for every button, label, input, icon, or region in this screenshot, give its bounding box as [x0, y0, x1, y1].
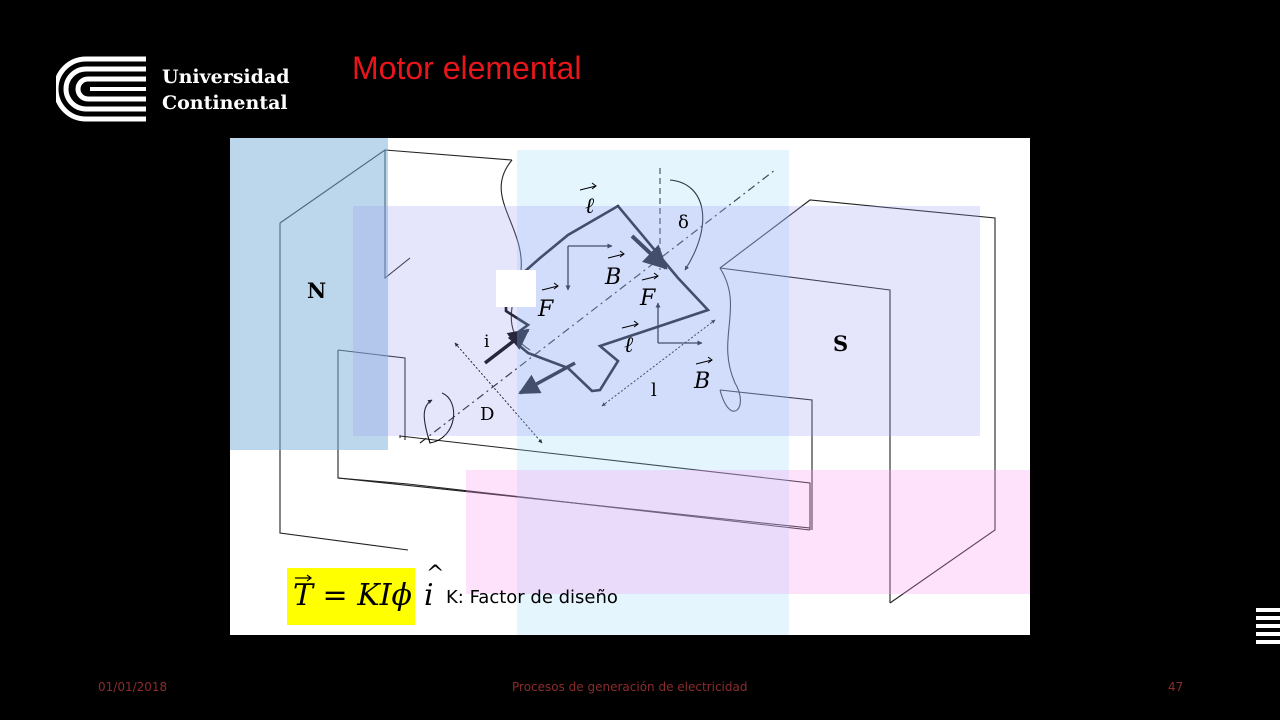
delta-vector-arrow [630, 234, 668, 270]
vector-b-lower-arrow [695, 356, 713, 365]
vector-f-upper-arrow [541, 282, 559, 291]
motor-drawing: N S δ i D l ℓ B F F ℓ B [230, 138, 1030, 635]
footer-page-number: 47 [1168, 680, 1184, 694]
torque-vector-arrow [295, 574, 312, 582]
logo-line-1: Universidad [162, 66, 290, 88]
vector-l-lower-arrow [621, 320, 639, 329]
unit-vector-i: ^i [423, 562, 444, 613]
vector-f-upper-label: F [537, 297, 554, 322]
vector-b-upper-arrow [607, 250, 625, 259]
delta-label: δ [678, 212, 689, 233]
torque-formula-text: T = KIϕ [293, 578, 412, 613]
overlay-shading [230, 138, 1030, 635]
logo-text: Universidad Continental [162, 64, 290, 116]
unit-vector-letter: i [423, 578, 434, 613]
length-label: l [651, 380, 657, 401]
vector-f-lower-label: F [639, 286, 656, 311]
university-logo: Universidad Continental [56, 56, 306, 124]
design-factor-note: K: Factor de diseño [446, 587, 618, 608]
north-label: N [307, 278, 326, 303]
south-label: S [833, 331, 848, 356]
motor-diagram: N S δ i D l ℓ B F F ℓ B T = KIϕ^i K: Fac… [230, 138, 1030, 635]
south-pole-block [719, 199, 996, 604]
vector-l-upper-label: ℓ [585, 194, 595, 219]
pedestal [337, 435, 811, 531]
logo-line-2: Continental [162, 92, 288, 114]
logo-mark-icon [56, 56, 146, 122]
vector-b-upper-label: B [604, 265, 621, 290]
vector-f-lower-arrow [641, 272, 659, 281]
corner-decoration-icon [1256, 608, 1280, 676]
footer-date: 01/01/2018 [98, 680, 168, 694]
current-label: i [484, 332, 490, 352]
unit-vector-hat: ^ [425, 562, 445, 587]
footer-course-name: Procesos de generación de electricidad [512, 680, 748, 694]
vector-l-lower-label: ℓ [624, 333, 634, 358]
diameter-label: D [480, 404, 494, 425]
torque-formula-box: T = KIϕ ^i [287, 562, 444, 625]
delta-arc [669, 179, 704, 271]
vector-b-lower-label: B [693, 369, 710, 394]
slide-title: Motor elemental [352, 50, 582, 86]
vector-l-upper-arrow [579, 182, 597, 191]
rotation-arrow [423, 392, 455, 444]
torque-formula: T = KIϕ ^i [293, 562, 444, 613]
